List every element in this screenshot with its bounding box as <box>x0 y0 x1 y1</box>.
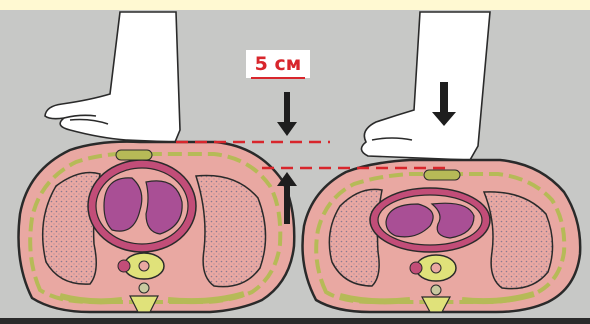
left-esophagus <box>139 283 149 293</box>
top-band <box>0 0 590 10</box>
left-sternum <box>116 150 152 160</box>
right-esophagus <box>431 285 441 295</box>
right-hands <box>361 12 490 160</box>
right-panel <box>303 12 581 312</box>
down-arrow <box>277 92 297 136</box>
right-aorta <box>410 262 422 274</box>
depth-label-underline <box>251 77 305 79</box>
right-sternum <box>424 170 460 180</box>
left-hands <box>45 12 180 142</box>
depth-label: 5 см <box>246 50 310 78</box>
ground-line <box>0 318 590 324</box>
left-spine-canal <box>139 261 149 271</box>
left-aorta <box>118 260 130 272</box>
right-spine-canal <box>431 263 441 273</box>
